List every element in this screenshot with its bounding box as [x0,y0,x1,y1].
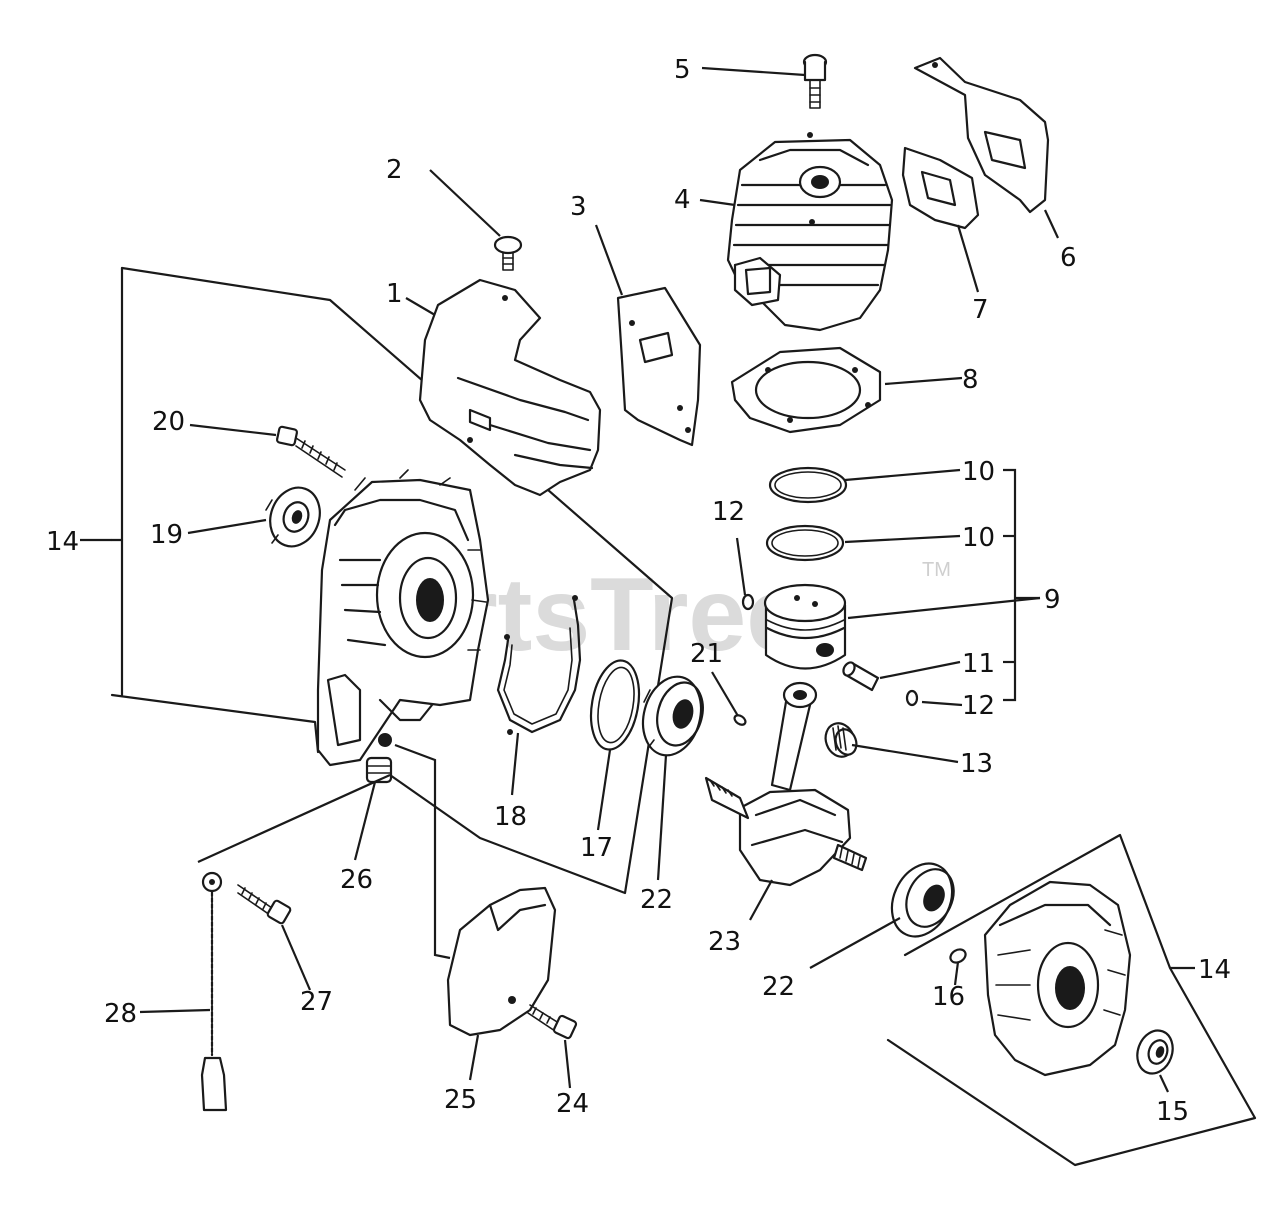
part-snap-ring-17 [589,659,641,751]
callout-9: 9 [1044,585,1061,615]
part-gasket-8 [730,346,882,434]
part-piston-pin-11 [842,661,880,692]
part-circlip-12b [905,689,919,707]
callout-8: 8 [962,365,979,395]
part-plug-2 [493,235,523,271]
callout-24: 24 [556,1089,589,1119]
callout-5: 5 [674,55,691,85]
part-bearing-22-lower [890,862,955,938]
callout-10a: 10 [962,457,995,487]
callout-22a: 22 [640,885,673,915]
callout-4: 4 [674,185,691,215]
crankcase-right-group-outline [886,833,1257,1167]
part-spark-plug-5 [802,53,828,109]
callout-labels: 1 2 3 4 5 6 7 8 9 10 10 11 12 12 13 14 1… [46,55,1231,1127]
part-bolt-20 [275,425,346,478]
part-circlip-12a [741,593,755,611]
watermark-tm: TM [922,559,951,581]
part-dowel-16 [949,948,967,964]
part-cylinder-4 [726,132,894,332]
callout-15: 15 [1156,1097,1189,1127]
leader-lines [80,66,1195,1093]
part-needle-bearing-13 [824,722,858,758]
callout-3: 3 [570,192,587,222]
callout-23: 23 [708,927,741,957]
callout-12a: 12 [712,497,745,527]
callout-14a: 14 [46,527,79,557]
part-key-21 [733,714,747,726]
callout-17: 17 [580,833,613,863]
callout-27: 27 [300,987,333,1017]
part-plug-26 [365,756,393,784]
part-cover-25 [446,886,557,1037]
part-heat-shield-6 [913,56,1050,214]
callout-11: 11 [962,649,995,679]
part-crankcase-right [983,880,1132,1077]
callout-12b: 12 [962,691,995,721]
part-crankshaft-23 [704,681,868,887]
callout-1: 1 [386,279,403,309]
part-bearing-22-upper [641,675,704,757]
callout-13: 13 [960,749,993,779]
part-gasket-7 [901,146,980,230]
part-dipstick-28 [200,871,228,1112]
callout-10b: 10 [962,523,995,553]
part-gasket-3 [616,286,702,447]
callout-25: 25 [444,1085,477,1115]
callout-26: 26 [340,865,373,895]
callout-2: 2 [386,155,403,185]
part-screw-24 [527,1004,578,1040]
callout-20: 20 [152,407,185,437]
part-oil-seal-19 [265,486,321,548]
callout-19: 19 [150,520,183,550]
part-crankcase-left [316,469,490,767]
callout-18: 18 [494,802,527,832]
part-piston-9 [763,583,847,670]
callout-14b: 14 [1198,955,1231,985]
part-piston-ring-10b [765,524,845,562]
callout-28: 28 [104,999,137,1029]
callout-7: 7 [972,295,989,325]
part-screw-27 [237,884,292,925]
part-oil-seal-15 [1136,1029,1174,1075]
part-gasket-18 [496,595,582,735]
callout-21: 21 [690,639,723,669]
part-piston-ring-10a [768,466,848,504]
part-shroud-1 [418,278,602,497]
callout-6: 6 [1060,243,1077,273]
callout-22b: 22 [762,972,795,1002]
callout-16: 16 [932,982,965,1012]
